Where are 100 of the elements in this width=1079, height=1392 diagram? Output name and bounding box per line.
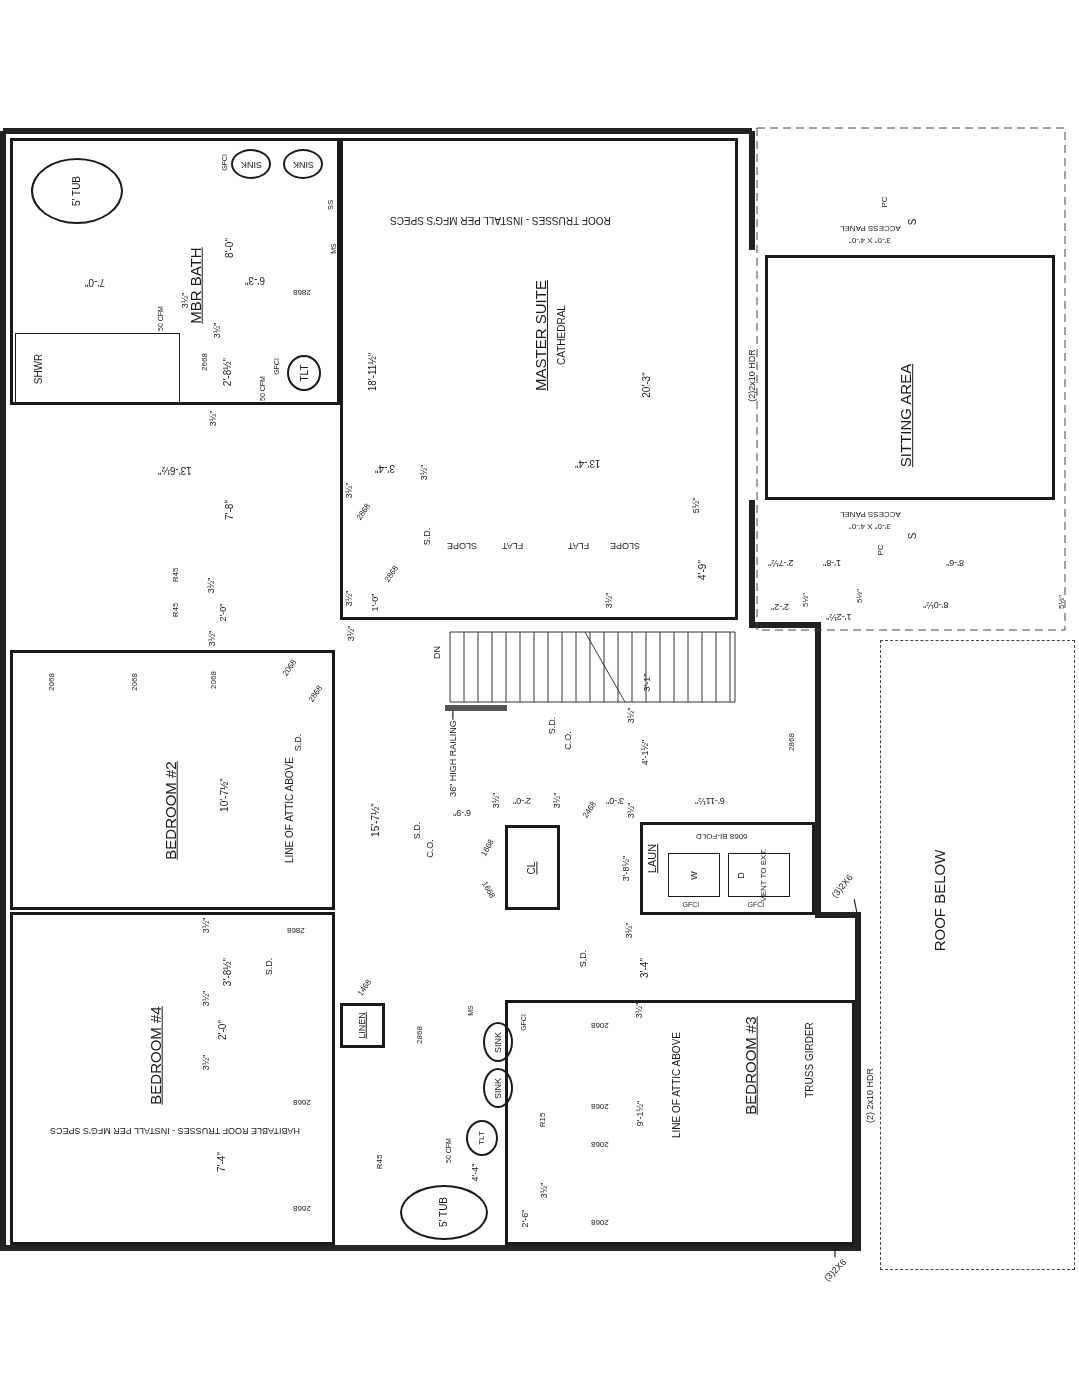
symbol-label: S.D. — [265, 957, 275, 975]
room-outline — [10, 650, 335, 910]
room-label: BEDROOM #3 — [742, 1015, 758, 1115]
room-outline — [765, 255, 1055, 500]
dimension-label: 13'-6½" — [158, 465, 192, 475]
symbol-label: S.D. — [413, 821, 423, 839]
room-label: CATHEDRAL — [556, 305, 567, 365]
symbol-label: S — [907, 532, 918, 540]
room-label: MASTER SUITE — [532, 279, 548, 391]
note-text: R15 — [538, 1112, 547, 1128]
fixture-outline — [287, 355, 321, 391]
room-outline — [10, 912, 335, 1245]
dimension-label: 3'-0" X 4'-0" — [849, 522, 891, 530]
dimension-label: 2'-6" — [521, 1209, 531, 1227]
dimension-label: 3'-0" — [606, 795, 624, 805]
fixture-outline — [283, 149, 323, 179]
fixture-label: W — [689, 870, 699, 880]
dimension-label: 6'-11½" — [695, 795, 725, 805]
dimension-label: 2'-8½" — [223, 357, 234, 387]
dimension-label: 2'-0" — [513, 795, 531, 805]
room-outline — [340, 1003, 385, 1048]
dimension-label: 4'-9" — [697, 560, 708, 580]
note-text: R45 — [375, 1154, 384, 1170]
dimension-label: 9'-1½" — [635, 1100, 645, 1126]
note-text: R45 — [171, 602, 180, 618]
dimension-label: 3½" — [420, 464, 430, 480]
dimension-label: 1'-2½" — [825, 611, 851, 621]
dimension-label: 3½" — [202, 917, 212, 933]
fixture-outline — [668, 853, 720, 897]
note-text: SLOPE — [447, 540, 477, 550]
fixture-label: TLT — [477, 1131, 486, 1145]
fixture-outline — [466, 1120, 498, 1156]
symbol-label: PC — [880, 196, 889, 208]
room-label: SITTING AREA — [897, 363, 913, 467]
dimension-label: 3½" — [627, 707, 637, 723]
dimension-label: 3½" — [213, 322, 223, 338]
note-text: SLOPE — [610, 540, 640, 550]
room-label: LAUN — [646, 843, 658, 873]
fixture-label: TLT — [299, 364, 309, 382]
fixture-label: SINK — [240, 159, 262, 169]
door-code-label: 2868 — [287, 926, 305, 934]
dimension-label: 2'-0" — [217, 1020, 228, 1040]
dimension-label: 3½" — [202, 1054, 212, 1070]
dimension-label: 3'-4" — [375, 463, 395, 473]
dimension-label: 2'-7½" — [767, 557, 793, 567]
door-code-label: 2068 — [591, 1140, 609, 1148]
dimension-label: 4'-1½" — [640, 739, 650, 765]
dimension-label: 20'-3" — [641, 372, 652, 398]
dimension-label: 15'-7½" — [370, 803, 381, 837]
note-text: DN — [432, 645, 442, 659]
door-code-label: 2668 — [200, 353, 209, 371]
room-outline — [505, 825, 560, 910]
door-code-label: 2068 — [591, 1218, 609, 1226]
dimension-label: 18'-11½" — [367, 352, 378, 392]
fixture-label: D — [736, 871, 746, 879]
symbol-label: S.D. — [423, 527, 433, 545]
door-code-label: 2868 — [293, 288, 311, 296]
fixture-label: 5' TUB — [439, 1196, 450, 1228]
door-code-label: 2668 — [293, 1098, 311, 1106]
fixture-outline — [483, 1068, 513, 1108]
door-code-label: 2068 — [591, 1021, 609, 1029]
dimension-label: 3½" — [202, 990, 212, 1006]
room-label: BEDROOM #4 — [147, 1005, 163, 1105]
note-text: FLAT — [501, 540, 523, 550]
room-outline — [10, 138, 340, 405]
fixture-outline — [15, 333, 180, 405]
fixture-label: SINK — [493, 1031, 503, 1053]
dimension-label: 4'-4" — [471, 1163, 481, 1181]
note-text: ROOF TRUSSES - INSTALL PER MFG'S SPECS — [389, 215, 611, 225]
dimension-label: 1'-0" — [371, 593, 381, 611]
dimension-label: 7'-0" — [85, 277, 105, 287]
door-code-label: 2868 — [415, 1026, 424, 1044]
note-text: (2) 2x10 HDR — [865, 1067, 875, 1123]
fixture-outline — [483, 1022, 513, 1062]
symbol-label: S — [907, 218, 918, 226]
dimension-label: 10'-7½" — [219, 778, 230, 812]
dimension-label: 3½" — [492, 792, 502, 808]
dimension-label: 3½" — [345, 590, 355, 606]
room-outline — [640, 822, 815, 915]
dimension-label: 5½" — [856, 589, 864, 603]
roof-area-outline — [880, 640, 1075, 1270]
dimension-label: 3½" — [553, 792, 563, 808]
note-text: HABITABLE ROOF TRUSSES - INSTALL PER MFG'S SPECS — [50, 1125, 300, 1135]
leader-line — [452, 710, 454, 721]
room-label: LINEN — [357, 1011, 367, 1039]
dimension-label: 3½" — [345, 482, 355, 498]
note-text: TRUSS GIRDER — [804, 1022, 815, 1098]
dimension-label: 3'-4" — [639, 958, 650, 978]
fixture-outline — [231, 149, 271, 179]
note-text: LINE OF ATTIC ABOVE — [672, 1032, 682, 1138]
dimension-label: 3½" — [625, 922, 635, 938]
fixture-outline — [31, 158, 123, 224]
dimension-label: 3½" — [207, 577, 217, 593]
dimension-label: 3'-8½" — [223, 957, 234, 987]
symbol-label: C.O. — [563, 730, 573, 750]
room-outline — [340, 138, 738, 620]
dimension-label: 7'-8" — [224, 500, 235, 520]
fixture-label: VENT TO EXT. — [759, 848, 768, 902]
dimension-label: 2'-0" — [219, 603, 229, 621]
dimension-label: 3½" — [209, 410, 219, 426]
